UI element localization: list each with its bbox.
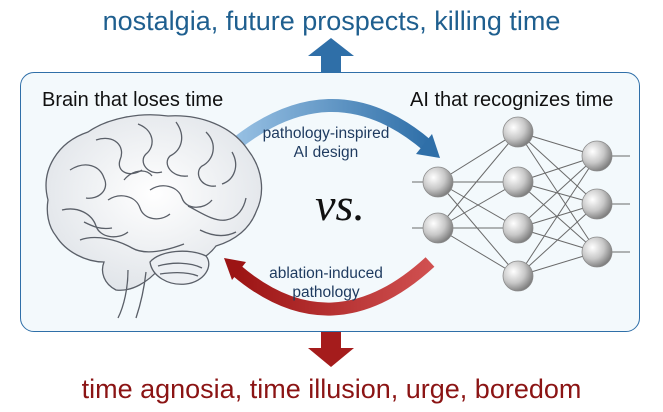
versus-text: vs. bbox=[315, 179, 365, 230]
top-caption: nostalgia, future prospects, killing tim… bbox=[102, 6, 561, 36]
down-arrow-icon bbox=[308, 332, 354, 367]
brain-illustration bbox=[45, 114, 263, 319]
ai-label: AI that recognizes time bbox=[410, 89, 614, 111]
bottom-arrow-label-line2: pathology bbox=[292, 284, 360, 301]
curved-arrow-top-icon bbox=[221, 99, 440, 158]
top-arrow-label-line2: AI design bbox=[293, 144, 359, 161]
brain-label: Brain that loses time bbox=[42, 89, 224, 111]
neural-network-icon bbox=[412, 116, 630, 292]
bottom-caption: time agnosia, time illusion, urge, bored… bbox=[81, 374, 582, 404]
up-arrow-icon bbox=[308, 38, 354, 72]
top-arrow-label-line1: pathology-inspired bbox=[262, 125, 390, 142]
bottom-arrow-label: ablation-induced pathology bbox=[241, 264, 411, 302]
bottom-arrow-label-line1: ablation-induced bbox=[269, 265, 383, 282]
curved-arrow-bottom-icon bbox=[224, 257, 435, 316]
top-arrow-label: pathology-inspired AI design bbox=[241, 124, 411, 162]
